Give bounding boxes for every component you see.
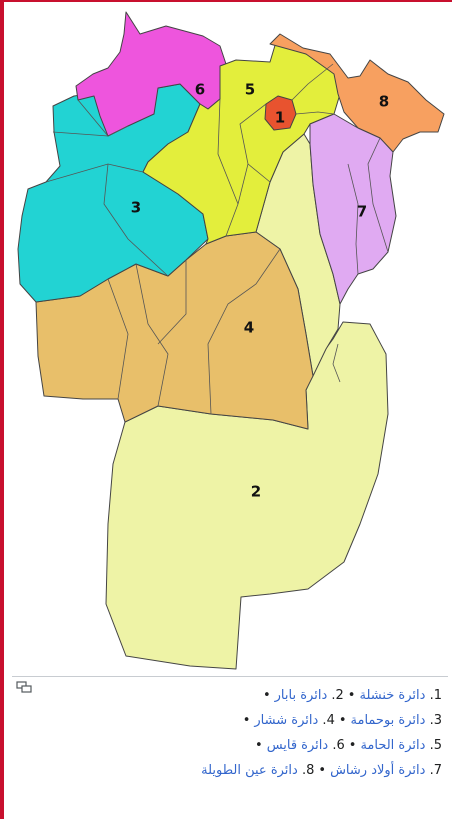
legend-number: 5. bbox=[429, 738, 442, 753]
map-label-4: 4 bbox=[244, 319, 254, 337]
legend-district-link[interactable]: دائرة عين الطويلة bbox=[201, 763, 298, 778]
map-label-7: 7 bbox=[357, 203, 367, 221]
legend-district-link[interactable]: دائرة ششار bbox=[254, 713, 319, 728]
legend-number: 6. bbox=[332, 738, 345, 753]
map-caption: 1. دائرة خنشلة•2. دائرة بابار•3. دائرة ب… bbox=[12, 676, 448, 817]
legend-district-link[interactable]: دائرة خنشلة bbox=[359, 688, 426, 703]
legend-separator: • bbox=[347, 688, 356, 703]
legend-number: 4. bbox=[322, 713, 335, 728]
frame-border-left bbox=[0, 0, 4, 819]
legend-district-link[interactable]: دائرة بوحمامة bbox=[350, 713, 426, 728]
legend-separator: • bbox=[242, 713, 251, 728]
map-region-1[interactable] bbox=[264, 95, 297, 131]
map-label-3: 3 bbox=[131, 199, 141, 217]
map-region-8[interactable] bbox=[269, 33, 445, 153]
legend-district-link[interactable]: دائرة بابار bbox=[274, 688, 328, 703]
legend-district-link[interactable]: دائرة الحامة bbox=[360, 738, 426, 753]
map-label-8: 8 bbox=[379, 93, 389, 111]
legend-number: 1. bbox=[429, 688, 442, 703]
map-label-2: 2 bbox=[251, 483, 261, 501]
map-region-7[interactable] bbox=[309, 113, 397, 305]
legend-separator: • bbox=[318, 763, 327, 778]
legend-line: 7. دائرة أولاد رشاش•8. دائرة عين الطويلة bbox=[32, 758, 442, 783]
commune-boundaries bbox=[45, 63, 389, 415]
frame-border-top bbox=[0, 0, 452, 2]
legend-separator: • bbox=[348, 738, 357, 753]
map-label-1: 1 bbox=[275, 109, 285, 127]
legend-district-link[interactable]: دائرة قايس bbox=[266, 738, 329, 753]
legend-number: 2. bbox=[331, 688, 344, 703]
legend-separator: • bbox=[338, 713, 347, 728]
map-label-6: 6 bbox=[195, 81, 205, 99]
district-legend: 1. دائرة خنشلة•2. دائرة بابار•3. دائرة ب… bbox=[32, 683, 442, 783]
legend-separator: • bbox=[262, 688, 271, 703]
district-map[interactable]: 1 2 3 4 5 6 7 8 bbox=[8, 4, 448, 672]
enlarge-icon[interactable] bbox=[16, 681, 32, 693]
legend-line: 1. دائرة خنشلة•2. دائرة بابار• bbox=[32, 683, 442, 708]
legend-district-link[interactable]: دائرة أولاد رشاش bbox=[330, 763, 426, 778]
legend-number: 8. bbox=[301, 763, 315, 778]
legend-separator: • bbox=[255, 738, 263, 753]
district-map-svg: 1 2 3 4 5 6 7 8 bbox=[17, 11, 445, 670]
legend-number: 3. bbox=[429, 713, 442, 728]
legend-line: 3. دائرة بوحمامة•4. دائرة ششار• bbox=[32, 708, 442, 733]
legend-number: 7. bbox=[429, 763, 442, 778]
legend-line: 5. دائرة الحامة•6. دائرة قايس• bbox=[32, 733, 442, 758]
map-region-6[interactable] bbox=[75, 11, 227, 137]
map-label-5: 5 bbox=[245, 81, 255, 99]
